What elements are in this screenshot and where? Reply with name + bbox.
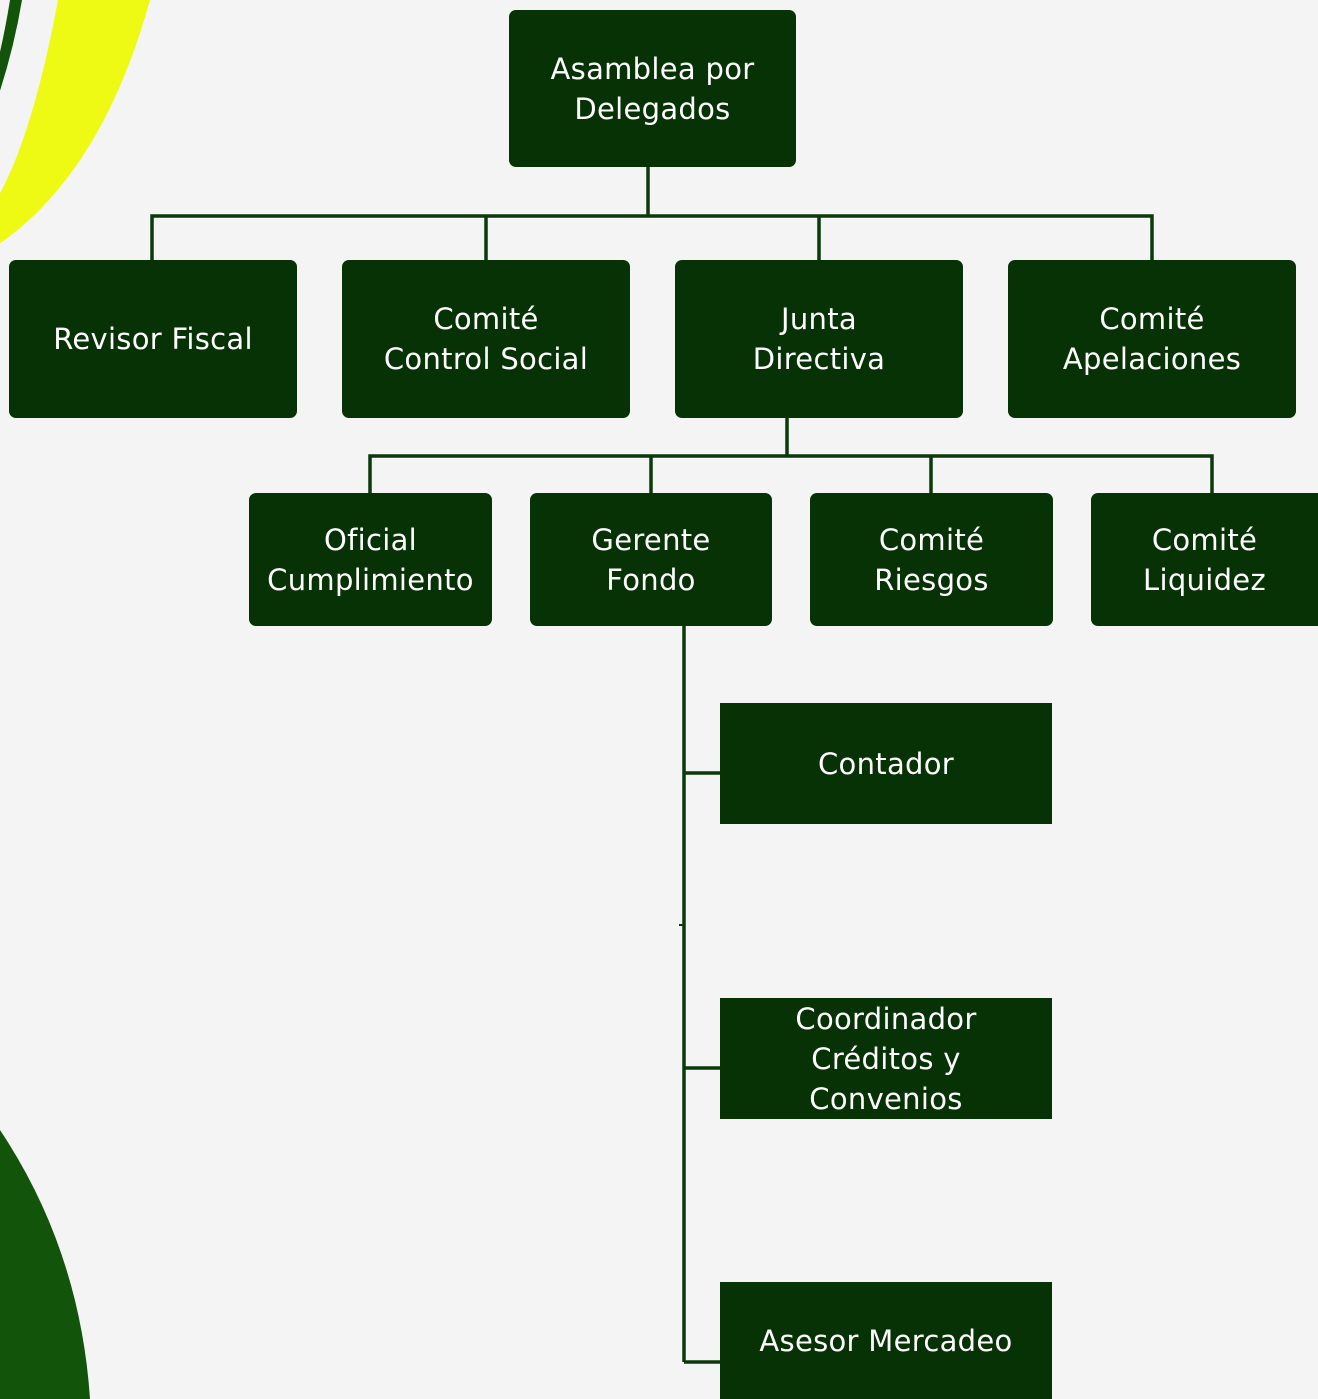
node-label: Revisor Fiscal	[53, 322, 253, 356]
green-arc-bottom-decoration	[0, 1130, 90, 1399]
node-label: Junta Directiva	[752, 302, 886, 376]
node-label: Asesor Mercadeo	[759, 1323, 1013, 1358]
node-asesor-mercadeo: Asesor Mercadeo	[720, 1282, 1052, 1399]
manager-to-staff-connector	[682, 626, 720, 1364]
node-comite-apelaciones: Comité Apelaciones	[1008, 260, 1296, 418]
node-label: Comité Apelaciones	[1062, 302, 1242, 376]
node-gerente-fondo: Gerente Fondo	[530, 493, 772, 626]
green-arc-top-decoration	[0, 0, 22, 91]
node-label: Comité Riesgos	[874, 522, 989, 597]
node-label: Oficial Cumplimiento	[267, 522, 474, 597]
node-comite-liquidez: Comité Liquidez	[1091, 493, 1318, 626]
node-oficial-cumplimiento: Oficial Cumplimiento	[249, 493, 492, 626]
node-label: Contador	[818, 746, 954, 781]
yellow-arc-decoration	[0, 0, 150, 244]
node-revisor-fiscal: Revisor Fiscal	[9, 260, 297, 418]
board-to-level2-connector	[368, 418, 1214, 493]
root-to-level1-connector	[150, 167, 1154, 260]
node-asamblea-por-delegados: Asamblea por Delegados	[509, 10, 796, 167]
node-label: Coordinador Créditos y Convenios	[795, 1001, 977, 1116]
node-label: Asamblea por Delegados	[550, 51, 755, 126]
node-label: Gerente Fondo	[591, 522, 711, 597]
node-label: Comité Liquidez	[1143, 522, 1266, 597]
node-junta-directiva: Junta Directiva	[675, 260, 963, 418]
node-coordinador-creditos-convenios: Coordinador Créditos y Convenios	[720, 998, 1052, 1119]
node-label: Comité Control Social	[383, 302, 589, 376]
node-contador: Contador	[720, 703, 1052, 824]
node-comite-riesgos: Comité Riesgos	[810, 493, 1053, 626]
node-comite-control-social: Comité Control Social	[342, 260, 630, 418]
